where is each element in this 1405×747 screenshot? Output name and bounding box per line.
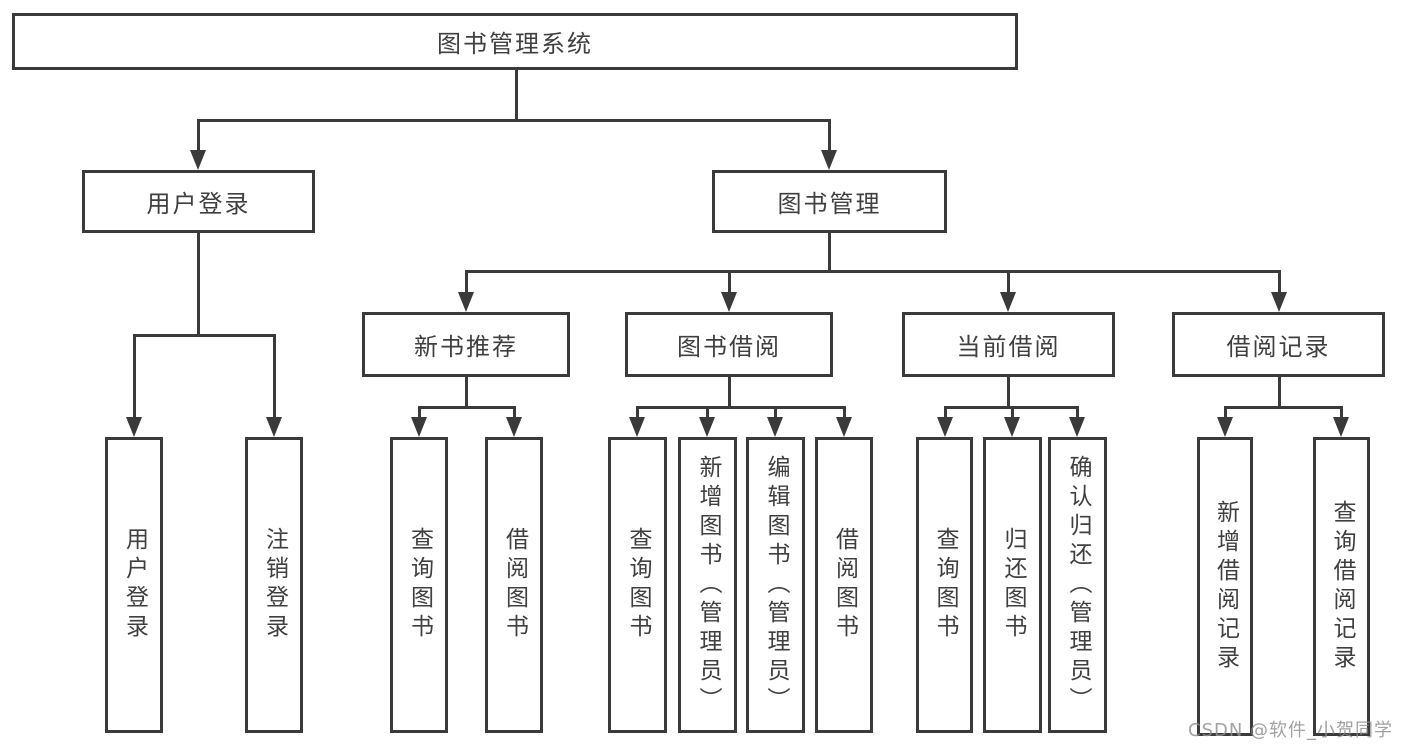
- arrowhead-down: [836, 417, 852, 437]
- csdn-watermark: CSDN @软件_小贺同学: [1188, 720, 1394, 741]
- node-borrow-record: 借阅记录: [1172, 312, 1385, 377]
- node-new-book-recommend: 新书推荐: [362, 312, 570, 377]
- connector-line: [465, 270, 468, 293]
- leaf-recommend-borrow-books: 借阅图书: [485, 437, 543, 733]
- connector-line: [1007, 270, 1010, 293]
- arrowhead-down: [1217, 417, 1233, 437]
- arrowhead-down: [767, 417, 783, 437]
- leaf-user-login: 用户登录: [105, 437, 163, 733]
- connector-line: [197, 119, 200, 151]
- arrowhead-down: [1333, 417, 1349, 437]
- connector-line: [465, 270, 1281, 273]
- connector-line: [728, 377, 731, 407]
- node-current-borrow: 当前借阅: [902, 312, 1115, 377]
- connector-line: [636, 406, 846, 409]
- leaf-add-borrow-record: 新增借阅记录: [1197, 437, 1253, 736]
- connector-line: [1224, 406, 1343, 409]
- node-book-management: 图书管理: [712, 170, 947, 233]
- arrowhead-down: [821, 150, 837, 170]
- connector-line: [1278, 270, 1281, 293]
- connector-line: [1278, 377, 1281, 407]
- connector-line: [843, 406, 846, 418]
- connector-line: [1340, 406, 1343, 418]
- arrowhead-down: [937, 417, 953, 437]
- connector-line: [774, 406, 777, 418]
- connector-line: [513, 406, 516, 418]
- node-user-login: 用户登录: [82, 170, 315, 233]
- node-root-library-management-system: 图书管理系统: [12, 13, 1018, 70]
- arrowhead-down: [266, 417, 282, 437]
- connector-line: [1224, 406, 1227, 418]
- leaf-query-borrow-record: 查询借阅记录: [1313, 437, 1370, 736]
- leaf-add-books-admin: 新增图书（管理员）: [678, 437, 737, 733]
- connector-line: [515, 70, 518, 120]
- connector-line: [197, 119, 831, 122]
- leaf-borrow-books: 借阅图书: [815, 437, 873, 733]
- connector-line: [828, 233, 831, 271]
- arrowhead-down: [699, 417, 715, 437]
- arrowhead-down: [1069, 417, 1085, 437]
- arrowhead-down: [1271, 292, 1287, 312]
- leaf-logout: 注销登录: [245, 437, 303, 733]
- leaf-recommend-query-books: 查询图书: [390, 437, 448, 733]
- connector-line: [273, 334, 276, 418]
- arrowhead-down: [411, 417, 427, 437]
- arrowhead-down: [629, 417, 645, 437]
- connector-line: [133, 334, 136, 418]
- arrowhead-down: [126, 417, 142, 437]
- arrowhead-down: [721, 292, 737, 312]
- connector-line: [418, 406, 516, 409]
- leaf-return-books: 归还图书: [983, 437, 1042, 733]
- arrowhead-down: [1000, 292, 1016, 312]
- connector-line: [133, 334, 276, 337]
- arrowhead-down: [458, 292, 474, 312]
- connector-line: [197, 233, 200, 335]
- arrowhead-down: [190, 150, 206, 170]
- connector-line: [1011, 406, 1014, 418]
- connector-line: [418, 406, 421, 418]
- arrowhead-down: [506, 417, 522, 437]
- leaf-edit-books-admin: 编辑图书（管理员）: [746, 437, 805, 733]
- connector-line: [636, 406, 639, 418]
- arrowhead-down: [1004, 417, 1020, 437]
- leaf-borrow-query-books: 查询图书: [608, 437, 667, 733]
- connector-line: [1076, 406, 1079, 418]
- leaf-current-query-books: 查询图书: [916, 437, 973, 733]
- connector-line: [728, 270, 731, 293]
- connector-line: [828, 119, 831, 151]
- connector-line: [706, 406, 709, 418]
- connector-line: [465, 377, 468, 407]
- leaf-confirm-return-admin: 确认归还（管理员）: [1048, 437, 1107, 733]
- node-book-borrow: 图书借阅: [625, 312, 833, 377]
- connector-line: [1007, 377, 1010, 407]
- connector-line: [944, 406, 947, 418]
